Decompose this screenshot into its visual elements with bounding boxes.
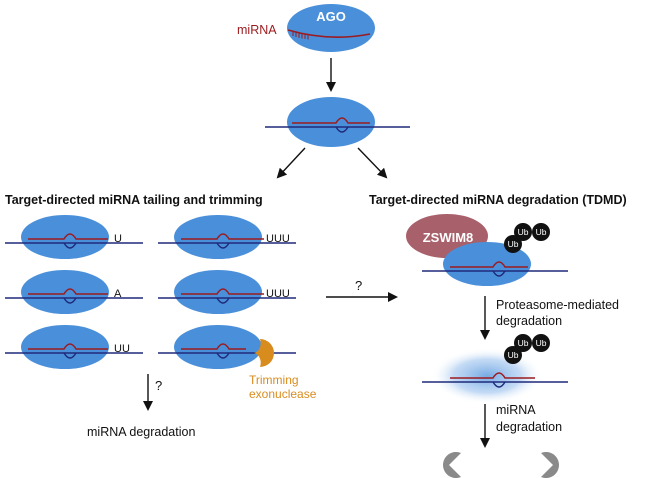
svg-text:Ub: Ub (536, 227, 547, 237)
complex-tail-uuu-2: UUU (158, 270, 296, 314)
complex-tail-uuu-1: UUU (158, 215, 296, 259)
mirna-strand (450, 372, 535, 379)
mirna-degradation-left: miRNA degradation (87, 425, 195, 439)
tdmd-complex: ZSWIM8 Ub Ub Ub (406, 214, 568, 286)
complex-tail-u: U (5, 215, 143, 259)
mirna-deg-label-2: degradation (496, 420, 562, 434)
complex-trimming: Trimming exonuclease (158, 325, 317, 401)
left-heading: Target-directed miRNA tailing and trimmi… (5, 193, 263, 207)
tail-label: U (114, 233, 122, 245)
svg-text:Ub: Ub (508, 239, 519, 249)
degrading-ago (431, 348, 543, 404)
svg-text:Ub: Ub (508, 350, 519, 360)
final-degradation (443, 452, 559, 478)
mirna-strand (292, 117, 370, 124)
svg-text:Ub: Ub (536, 338, 547, 348)
complex-tail-a: A (5, 270, 143, 314)
exonuclease-right (541, 452, 559, 478)
trimming-label-2: exonuclease (249, 387, 317, 401)
ago-protein (287, 4, 375, 52)
question-mid: ? (355, 278, 362, 293)
degrading-complex: Ub Ub Ub (422, 334, 568, 404)
arrow-to-tailing (276, 147, 306, 179)
tail-label: UU (114, 343, 130, 355)
proteasome-label-1: Proteasome-mediated (496, 298, 619, 312)
zswim8-label: ZSWIM8 (423, 230, 474, 245)
mirna-label: miRNA (237, 23, 277, 37)
ago-label: AGO (316, 9, 346, 24)
ago-bound-target (265, 97, 410, 147)
mirna-strand (450, 261, 528, 268)
target-bulge (492, 270, 506, 277)
arrow-to-tdmd (357, 147, 388, 179)
ago-protein (443, 242, 531, 286)
exonuclease-left (443, 452, 461, 478)
proteasome-label-2: degradation (496, 314, 562, 328)
question-left: ? (155, 378, 162, 393)
seed-ticks (292, 31, 309, 40)
svg-text:Ub: Ub (518, 338, 529, 348)
complex-tail-uu: UU (5, 325, 143, 369)
tail-label: A (114, 288, 122, 300)
right-heading: Target-directed miRNA degradation (TDMD) (369, 193, 627, 207)
exonuclease-shape (254, 339, 274, 367)
svg-text:Ub: Ub (518, 227, 529, 237)
ago-top: AGO miRNA (237, 4, 375, 52)
target-bulge (492, 381, 506, 388)
ago-protein (287, 97, 375, 147)
target-bulge (335, 126, 349, 133)
ubiquitin-chain: Ub Ub Ub (504, 223, 550, 253)
trimming-label-1: Trimming (249, 373, 299, 387)
tail-label: UUU (266, 233, 290, 245)
tail-label: UUU (266, 288, 290, 300)
mirna-deg-label-1: miRNA (496, 403, 536, 417)
ubiquitin-chain: Ub Ub Ub (504, 334, 550, 364)
